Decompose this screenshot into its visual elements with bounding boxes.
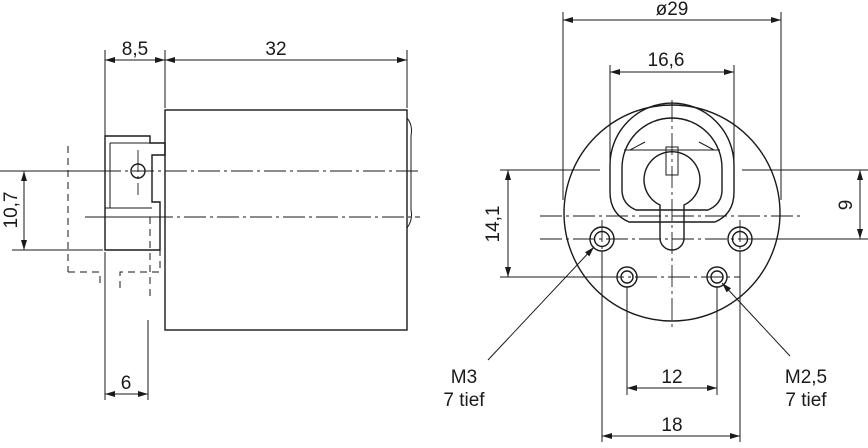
callout-m25-thread: M2,5	[785, 367, 827, 388]
callout-m3-depth: 7 tief	[443, 390, 485, 411]
motor-body	[164, 109, 408, 331]
dim-hole-height: 14,1	[483, 206, 504, 243]
bearing-boss-inner	[621, 117, 723, 211]
callout-m25-depth: 7 tief	[785, 390, 827, 411]
dim-body-length: 32	[265, 39, 286, 60]
dim-flange-width: 8,5	[122, 39, 148, 60]
side-view: 8,5 32 10,7 6	[0, 39, 420, 400]
dim-bottom-offset: 6	[121, 373, 132, 394]
leader-m3	[487, 246, 595, 361]
flange-step	[105, 207, 152, 218]
hidden-outline-left	[67, 146, 101, 288]
dim-inner-width: 16,6	[648, 50, 685, 71]
hidden-outline-right	[119, 240, 166, 318]
front-view: ø29 16,6 14,1 9 12 18 M3 7 tief M2,5 7 t…	[443, 0, 868, 442]
dim-shaft-offset: 9	[836, 200, 857, 211]
dim-shaft-height: 10,7	[1, 192, 22, 229]
dim-hole-spacing-m3: 18	[661, 415, 682, 436]
callout-m3-thread: M3	[451, 367, 477, 388]
leader-m25	[721, 282, 791, 357]
rear-cap	[406, 117, 412, 229]
dim-outer-diameter: ø29	[656, 0, 689, 20]
bearing-boss-outer	[609, 102, 735, 223]
flange-inner	[109, 142, 150, 208]
dim-hole-spacing-m25: 12	[661, 367, 682, 388]
flange-block	[104, 135, 166, 251]
